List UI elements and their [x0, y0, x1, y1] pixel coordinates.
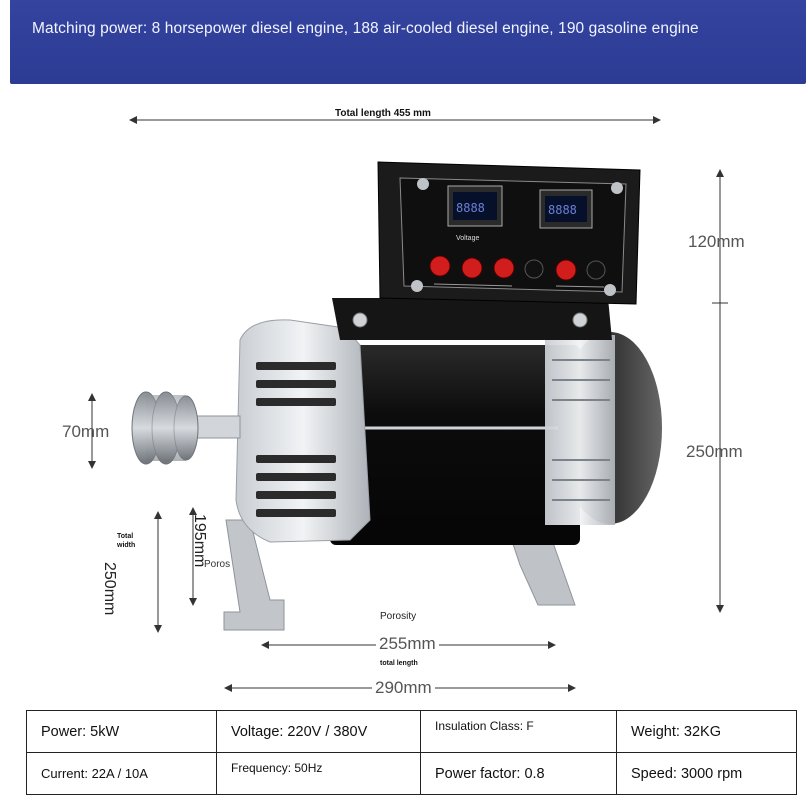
header-banner: Matching power: 8 horsepower diesel engi… [10, 0, 806, 84]
spec-power: Power: 5kW [26, 710, 217, 753]
black-button-2 [586, 260, 606, 280]
generator-body [330, 345, 580, 545]
spec-frequency: Frequency: 50Hz [216, 752, 421, 795]
black-button-1 [524, 259, 544, 279]
specs-table: Power: 5kW Voltage: 220V / 380V Insulati… [26, 710, 797, 795]
porosity-label: Porosity [380, 611, 417, 622]
meter1-label: Voltage [456, 235, 479, 242]
base-length-label: 290mm [372, 678, 435, 698]
box-height-label: 120mm [688, 232, 745, 251]
body-height-label: 250mm [686, 442, 743, 461]
total-length-label: Total length 455 mm [335, 108, 431, 119]
front-foot [223, 519, 285, 631]
base-length-small-label: total length [380, 660, 418, 667]
spec-power-factor: Power factor: 0.8 [420, 752, 617, 795]
spec-speed: Speed: 3000 rpm [616, 752, 797, 795]
red-button-2 [461, 257, 483, 279]
spec-current: Current: 22A / 10A [26, 752, 217, 795]
total-width-value: 250mm [101, 562, 118, 616]
spec-voltage: Voltage: 220V / 380V [216, 710, 421, 753]
porosity-short-label: Poros [204, 559, 231, 570]
generator-figure: 8888 Voltage 8888 Total length 455 mm 12… [0, 86, 808, 706]
generator-illustration: 8888 Voltage 8888 [88, 116, 728, 692]
pulley [131, 391, 199, 465]
table-row: Current: 22A / 10A Frequency: 50Hz Power… [26, 752, 797, 795]
control-box: 8888 Voltage 8888 [377, 161, 641, 305]
spec-insulation: Insulation Class: F [420, 710, 617, 753]
total-width-label: Total width [117, 533, 136, 549]
red-button-1 [429, 255, 451, 277]
meter2-reading: 8888 [548, 203, 577, 217]
table-row: Power: 5kW Voltage: 220V / 380V Insulati… [26, 710, 797, 753]
hole-spacing-label: 255mm [376, 634, 439, 654]
red-button-3 [493, 257, 515, 279]
matching-power-text: Matching power: 8 horsepower diesel engi… [32, 20, 699, 37]
front-end-bell [235, 319, 371, 543]
shaft-diameter-label: 70mm [62, 422, 110, 441]
spec-weight: Weight: 32KG [616, 710, 797, 753]
red-button-4 [555, 259, 577, 281]
meter1-reading: 8888 [456, 201, 485, 215]
